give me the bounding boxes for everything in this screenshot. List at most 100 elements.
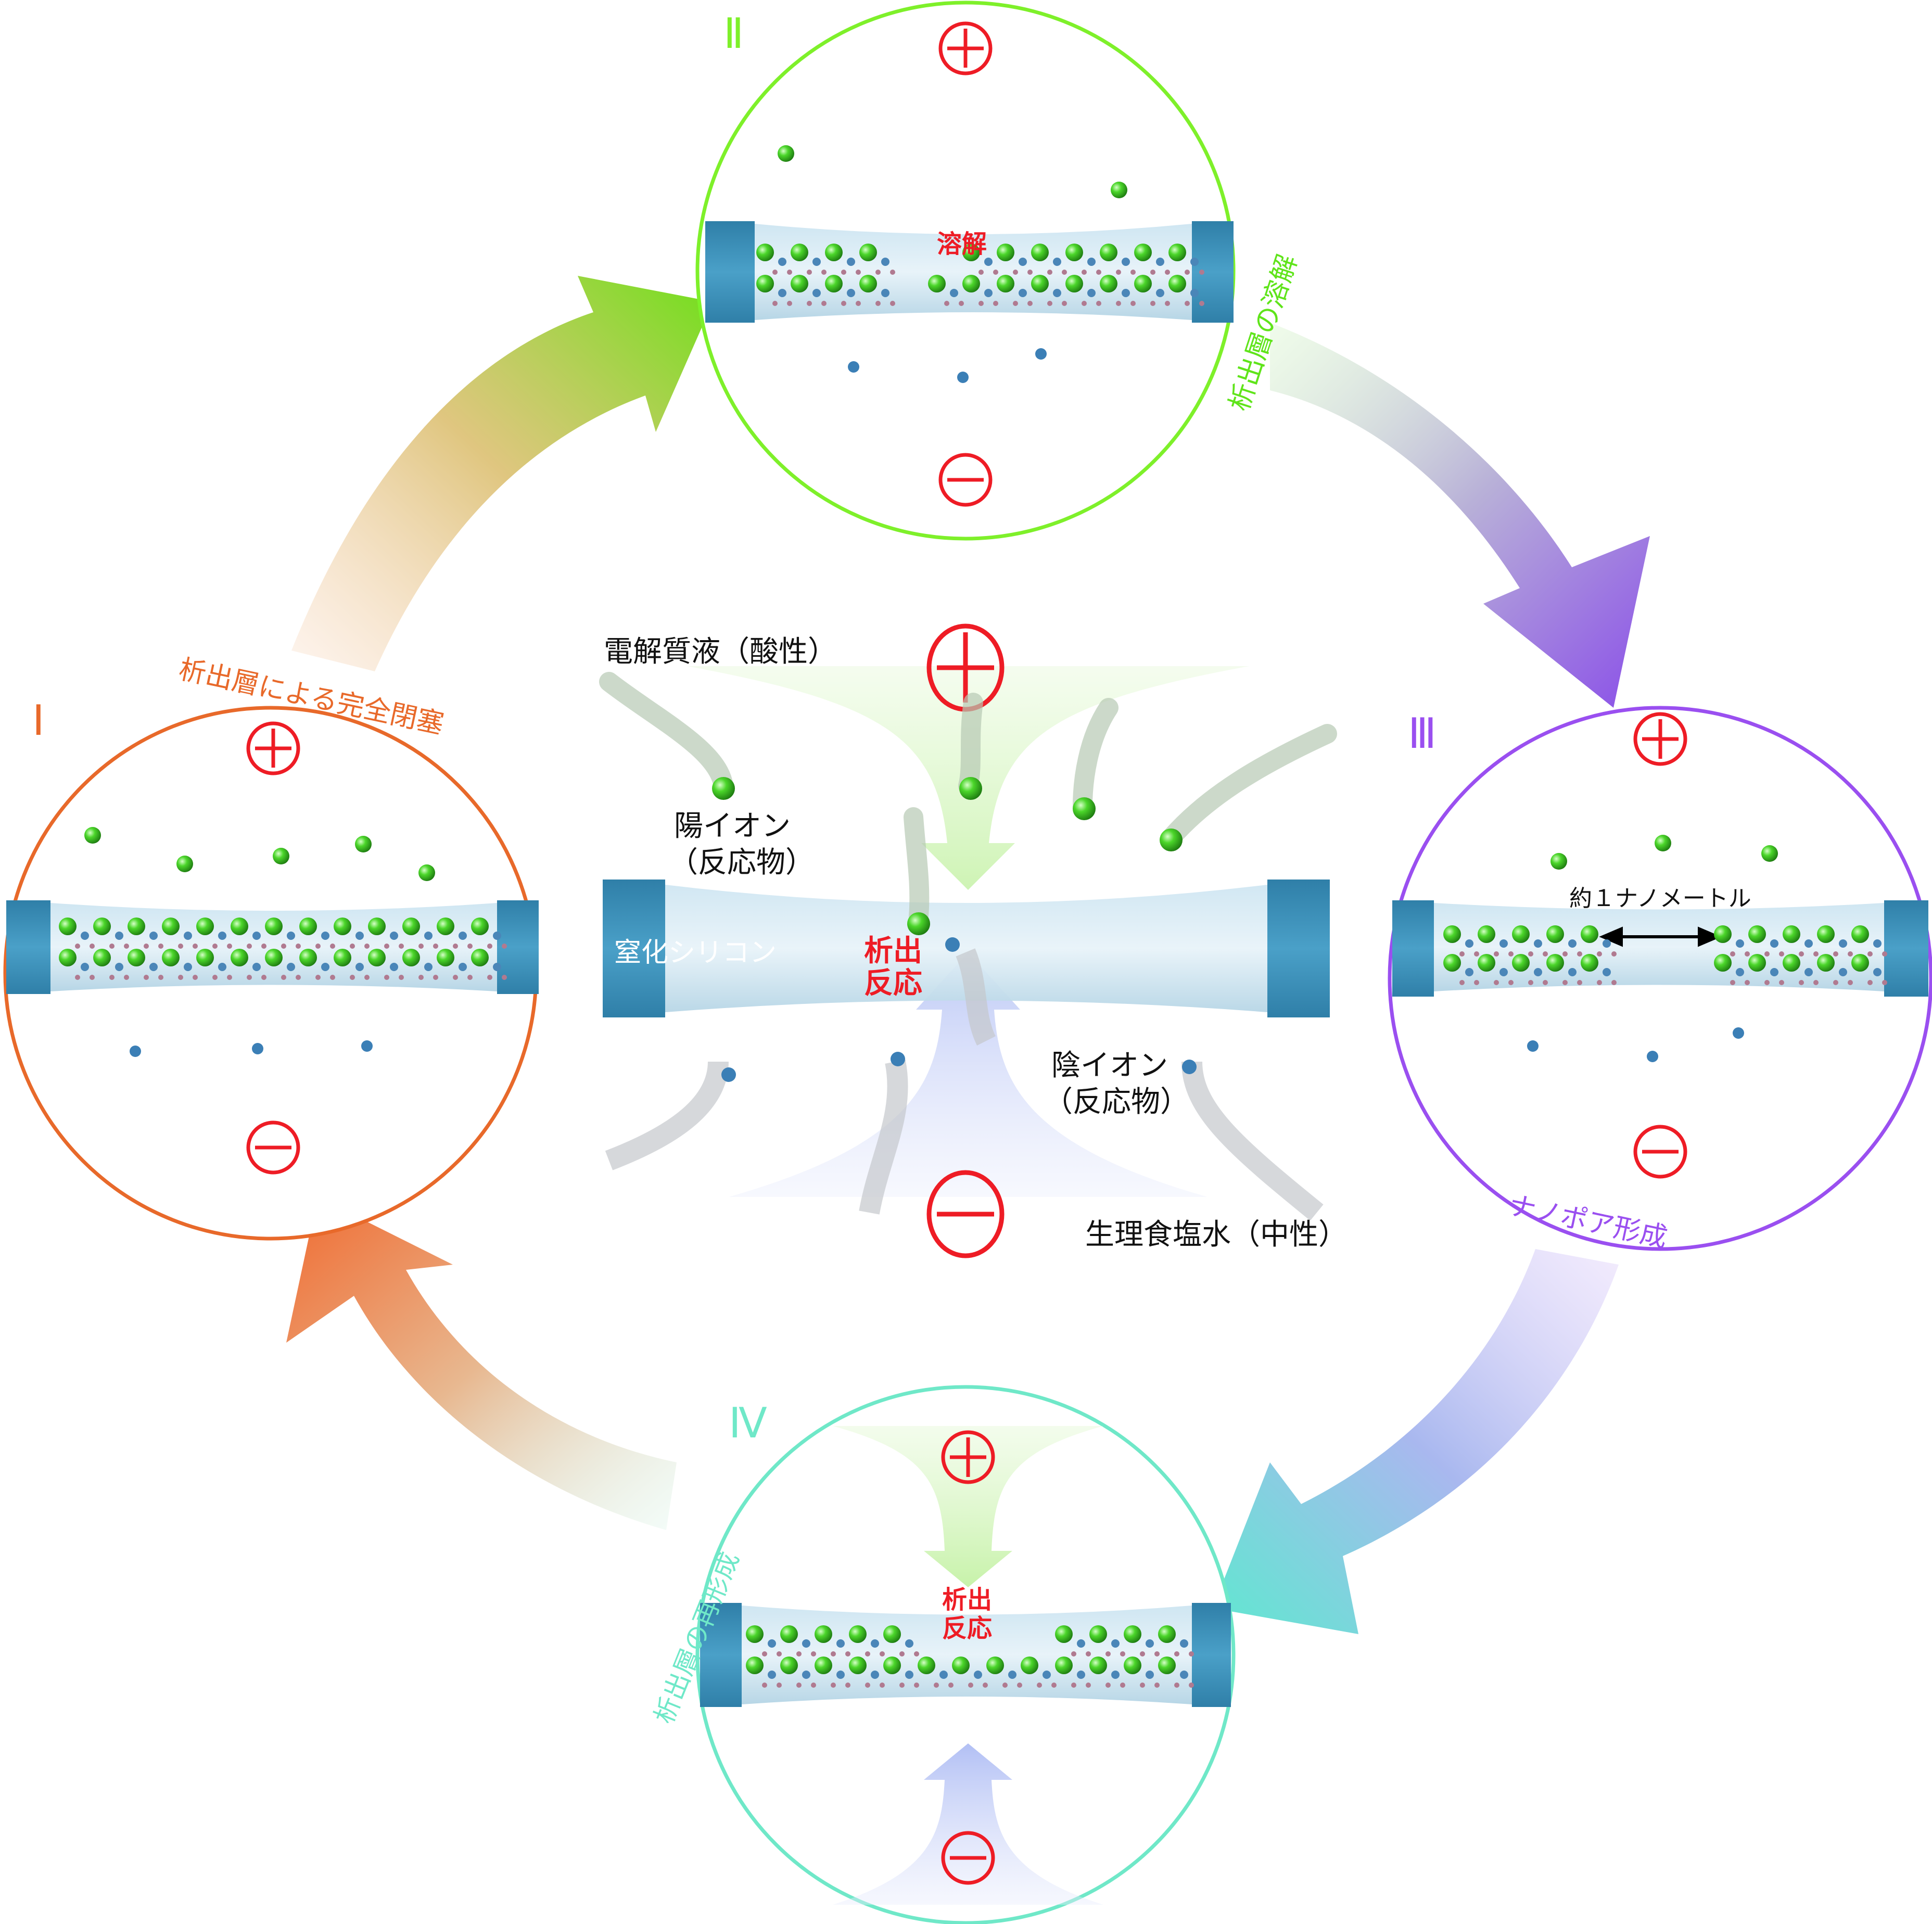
ion-ball: [1543, 951, 1548, 957]
ion-ball: [281, 975, 286, 980]
ion-ball: [772, 301, 778, 306]
stage-iv-deposition-label-2: 反応: [942, 1614, 993, 1643]
ion-ball: [1027, 301, 1033, 306]
ion-ball: [812, 289, 821, 297]
ion-ball: [1008, 1671, 1016, 1679]
ion-ball: [1867, 980, 1873, 985]
ion-ball: [865, 1651, 870, 1657]
ion-ball: [1783, 925, 1800, 943]
free-cation: [418, 864, 435, 881]
stage-iv-anion-funnel: [833, 1743, 1103, 1905]
ion-ball: [1027, 270, 1033, 275]
ion-ball: [467, 975, 473, 980]
ion-ball: [875, 301, 881, 306]
ion-ball: [890, 301, 895, 306]
ion-ball: [433, 975, 438, 980]
stage-iv-minus-icon: [941, 1831, 995, 1885]
ion-ball: [1848, 980, 1853, 985]
stage-ii-minus-icon: [938, 453, 993, 507]
anion-reactant-label: （反応物）: [1044, 1085, 1189, 1119]
ion-ball: [144, 975, 149, 980]
ion-ball: [821, 301, 827, 306]
ion-ball: [321, 932, 329, 940]
ion-ball: [1130, 301, 1136, 306]
ion-ball: [1512, 954, 1530, 972]
center-anion-funnel: [729, 952, 1208, 1197]
stage-iii-minus-icon: [1633, 1125, 1687, 1179]
ion-ball: [418, 975, 424, 980]
ion-ball: [433, 944, 438, 949]
ion-ball: [780, 1625, 798, 1643]
ion-ball: [384, 975, 389, 980]
ion-ball: [1031, 244, 1049, 261]
ion-ball: [1116, 270, 1121, 275]
center-cation-trails: [599, 672, 1337, 926]
ion-ball: [218, 963, 226, 971]
deposition-label-1: 析出: [864, 934, 922, 968]
stage-iv-plus-icon: [941, 1430, 995, 1484]
ion-ball: [459, 932, 467, 940]
ion-ball: [768, 1639, 776, 1648]
ion-ball: [1146, 1639, 1154, 1648]
ion-ball: [212, 975, 218, 980]
ion-ball: [993, 270, 998, 275]
ion-ball: [756, 244, 774, 261]
ion-ball: [227, 944, 232, 949]
free-anion: [1527, 1040, 1539, 1052]
ion-ball: [1804, 968, 1813, 976]
center-cations: [712, 777, 1183, 935]
free-cation: [778, 145, 794, 162]
ion-ball: [787, 301, 792, 306]
ion-ball: [1730, 951, 1735, 957]
ion-ball: [1562, 951, 1568, 957]
ion-ball: [1111, 1671, 1120, 1679]
ion-ball: [1013, 301, 1018, 306]
ion-ball: [252, 963, 261, 971]
ion-ball: [802, 1639, 810, 1648]
ion-ball: [1851, 925, 1869, 943]
free-cation: [1761, 845, 1778, 862]
ion-ball: [115, 963, 123, 971]
ion-ball: [815, 1657, 832, 1674]
ion-ball: [1779, 980, 1784, 985]
ion-ball: [944, 301, 949, 306]
ion-ball: [124, 944, 129, 949]
ion-ball: [1745, 951, 1750, 957]
ion-ball: [1180, 1639, 1188, 1648]
ion-ball: [178, 944, 183, 949]
center-membrane: [603, 880, 1330, 1017]
ion-ball: [1465, 939, 1473, 948]
ion-ball: [315, 975, 321, 980]
ion-ball: [950, 289, 958, 297]
free-anion: [1733, 1027, 1744, 1039]
silicon-nitride-label: 窒化シリコン: [614, 937, 777, 969]
ion-ball: [1082, 270, 1087, 275]
ion-ball: [1603, 968, 1611, 976]
ion-ball: [836, 1639, 845, 1648]
ion-ball: [1597, 951, 1602, 957]
ion-ball: [984, 289, 993, 297]
ion-ball: [905, 1639, 913, 1648]
ion-ball: [1180, 1671, 1188, 1679]
ion-ball: [1082, 301, 1087, 306]
ion-ball: [881, 258, 889, 266]
ion-ball: [948, 1683, 954, 1688]
ion-ball: [865, 1683, 870, 1688]
ion-ball: [59, 918, 77, 935]
ion-ball: [802, 1671, 810, 1679]
ion-ball: [1833, 980, 1838, 985]
ion-ball: [1154, 1651, 1160, 1657]
ion-ball: [321, 963, 329, 971]
ion-ball: [1478, 925, 1495, 943]
ion-ball: [1190, 258, 1199, 266]
ion-ball: [983, 1683, 988, 1688]
ion-ball: [880, 1651, 885, 1657]
ion-ball: [1748, 925, 1766, 943]
ion-ball: [109, 975, 115, 980]
ion-ball: [334, 918, 351, 935]
ion-ball: [281, 944, 286, 949]
free-anion: [130, 1046, 141, 1057]
ion-ball: [1839, 939, 1847, 948]
ion-ball: [1062, 270, 1067, 275]
ion-ball: [196, 949, 214, 966]
